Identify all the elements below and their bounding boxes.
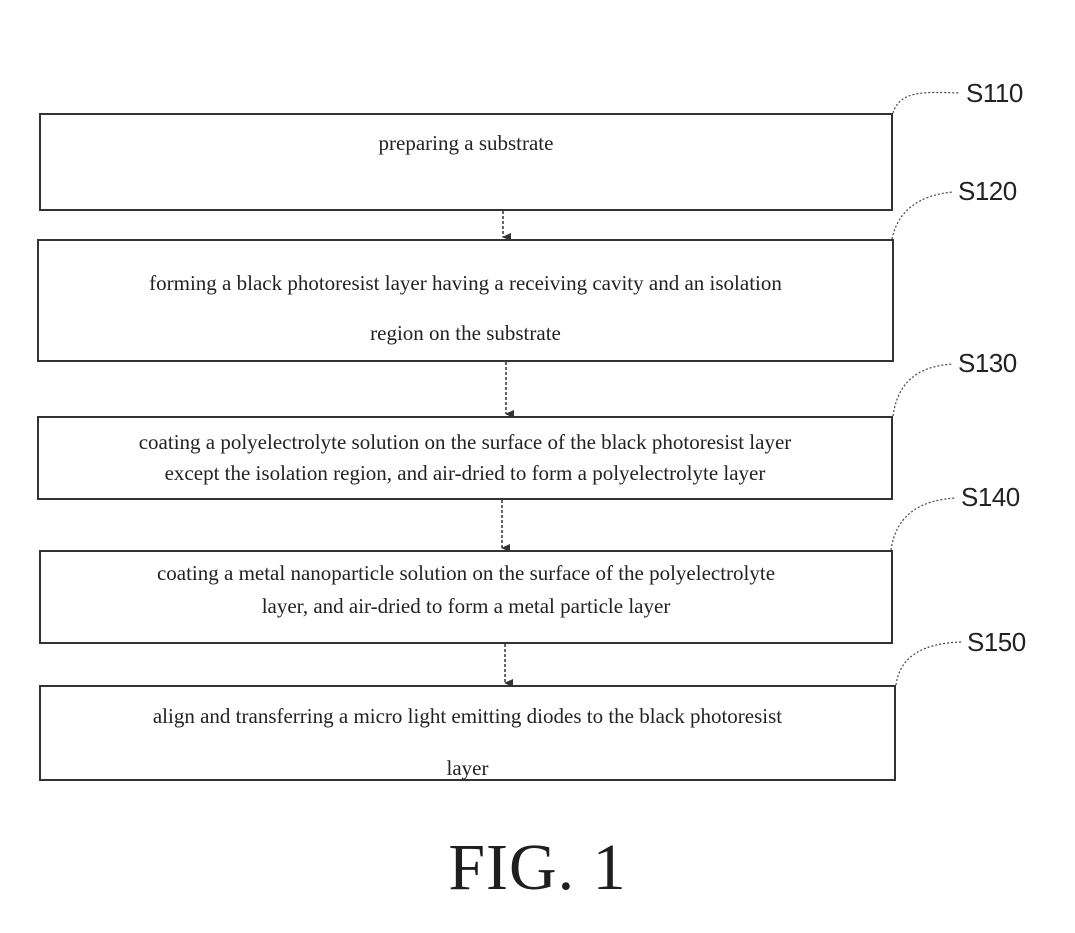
leader-line-s150 (896, 642, 962, 685)
leader-line-s120 (892, 192, 953, 239)
leader-line-s140 (891, 498, 956, 550)
figure-caption: FIG. 1 (0, 830, 1075, 906)
leader-line-s110 (893, 92, 960, 113)
leader-line-s130 (893, 364, 953, 416)
